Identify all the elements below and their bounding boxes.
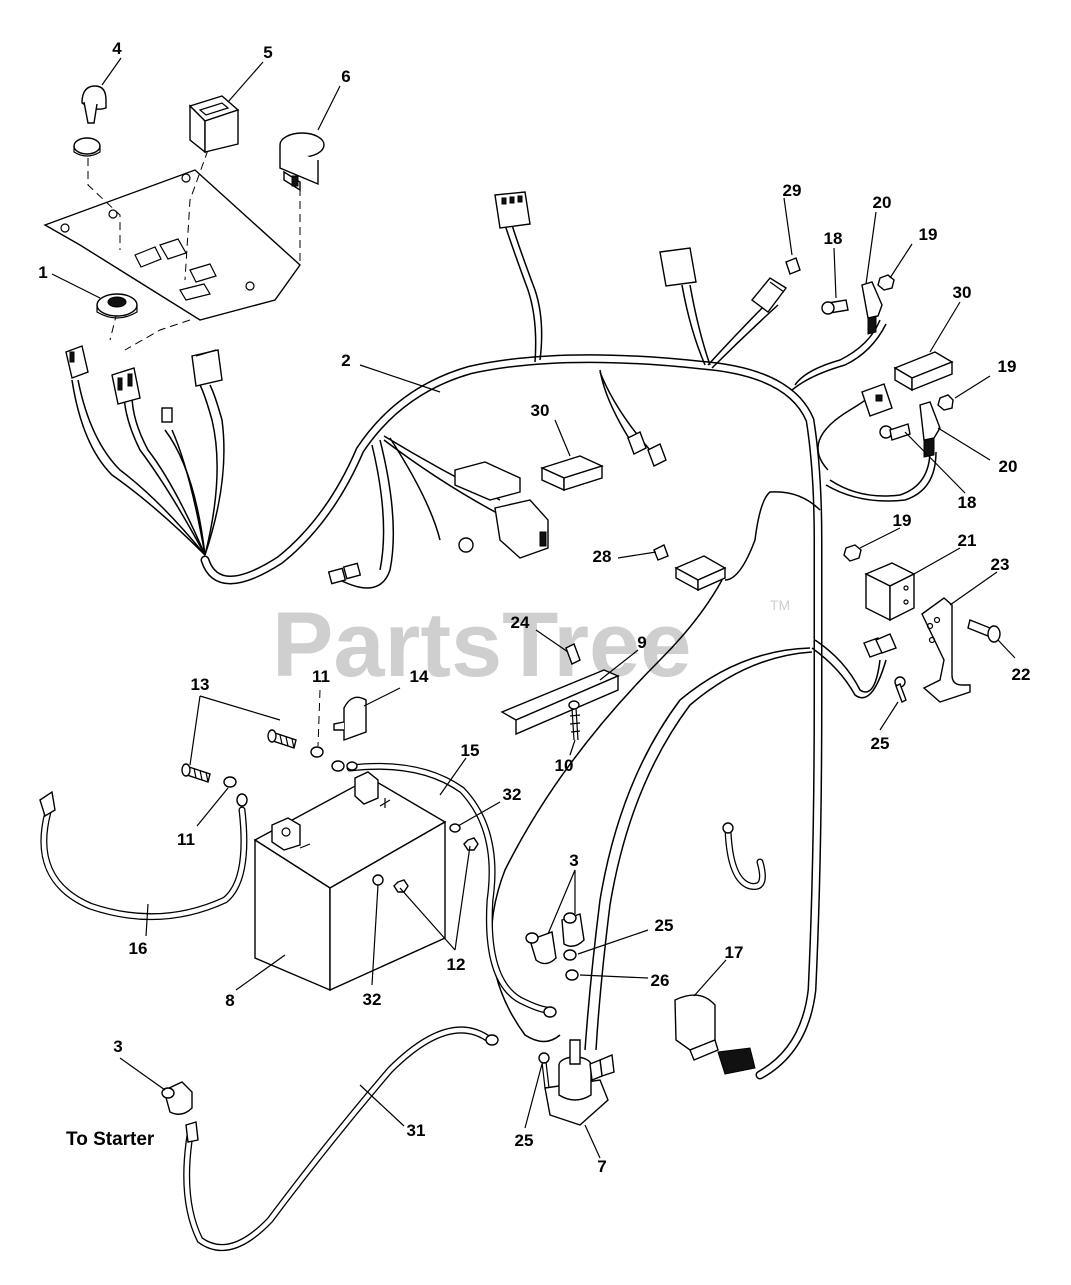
mounting-bracket: [500, 643, 620, 741]
callout-6: 6: [341, 67, 350, 86]
upper-harness-connectors: [494, 191, 788, 467]
callout-11-upper: 11: [312, 667, 330, 686]
callout-3-upper: 3: [569, 851, 578, 870]
callout-29: 29: [783, 181, 802, 200]
watermark-trademark: TM: [770, 597, 790, 613]
callout-30-right: 30: [953, 283, 972, 302]
relay-and-bracket: [843, 544, 1001, 703]
callout-9: 9: [637, 633, 646, 652]
callout-24: 24: [511, 613, 530, 632]
terminal-boots: [161, 912, 585, 1115]
callout-19-lower: 19: [893, 511, 912, 530]
callout-20-upper: 20: [873, 193, 892, 212]
callout-26: 25: [655, 916, 674, 935]
connector-30-right: [893, 351, 954, 392]
callout-17: 17: [725, 943, 744, 962]
ground-terminal-upper: [785, 257, 895, 335]
callout-14: 14: [410, 667, 429, 686]
callout-25-right: 25: [871, 734, 890, 753]
dash-harness-leads: [65, 345, 225, 556]
callout-15: 15: [461, 741, 480, 760]
dash-panel: [43, 169, 301, 321]
to-starter-note: To Starter: [66, 1129, 155, 1150]
callout-4: 4: [112, 39, 122, 58]
callout-28: 28: [593, 547, 612, 566]
parts-tree-watermark: PartsTree TM: [272, 594, 790, 696]
callout-1: 1: [38, 263, 47, 282]
callout-23: 23: [991, 555, 1010, 574]
callout-10: 10: [555, 756, 574, 775]
leader-lines: [51, 57, 1016, 1159]
terminal-cover: [333, 696, 367, 741]
connector-28: [653, 544, 727, 592]
battery-bolts: [181, 729, 324, 788]
push-button-switch: [279, 132, 325, 192]
battery: [253, 771, 479, 992]
callout-27: 26: [651, 971, 670, 990]
callout-8: 8: [225, 991, 234, 1010]
callout-30-left: 30: [531, 401, 550, 420]
main-wiring-harness: [200, 354, 823, 1080]
callout-32-lower: 32: [363, 990, 382, 1009]
wire-hook: [722, 822, 766, 890]
callout-5: 5: [263, 43, 272, 62]
callout-3-lower: 3: [113, 1037, 122, 1056]
callout-25-lower: 25: [515, 1131, 534, 1150]
starter-solenoid: [538, 1039, 615, 1126]
callout-21: 21: [958, 531, 977, 550]
ignition-key: [73, 85, 107, 157]
callout-labels: 4 5 6 1 2 29 18 20 19 30 19 20 18 30 28 …: [38, 39, 1030, 1176]
callout-19-middle: 19: [998, 357, 1017, 376]
callout-20-lower: 20: [999, 457, 1018, 476]
connector-30-left: [540, 455, 604, 492]
callout-22: 22: [1012, 665, 1031, 684]
seat-switch: [674, 994, 756, 1075]
callout-32-upper: 32: [503, 785, 522, 804]
callout-13: 13: [191, 675, 210, 694]
callout-19-upper: 19: [919, 225, 938, 244]
callout-11-lower: 11: [177, 830, 195, 849]
callout-2: 2: [341, 351, 350, 370]
ground-terminal-lower: [879, 394, 954, 458]
rocker-switch: [188, 95, 240, 154]
callout-18-lower: 18: [958, 493, 977, 512]
watermark-text: PartsTree: [272, 594, 691, 696]
callout-18-upper: 18: [824, 229, 843, 248]
callout-31: 31: [407, 1121, 426, 1140]
callout-16: 16: [129, 939, 148, 958]
right-harness-leads: [490, 319, 937, 1051]
callout-12: 12: [447, 955, 466, 974]
grommet: [96, 293, 138, 319]
middle-harness-leads: [327, 435, 549, 589]
callout-7: 7: [597, 1157, 606, 1176]
